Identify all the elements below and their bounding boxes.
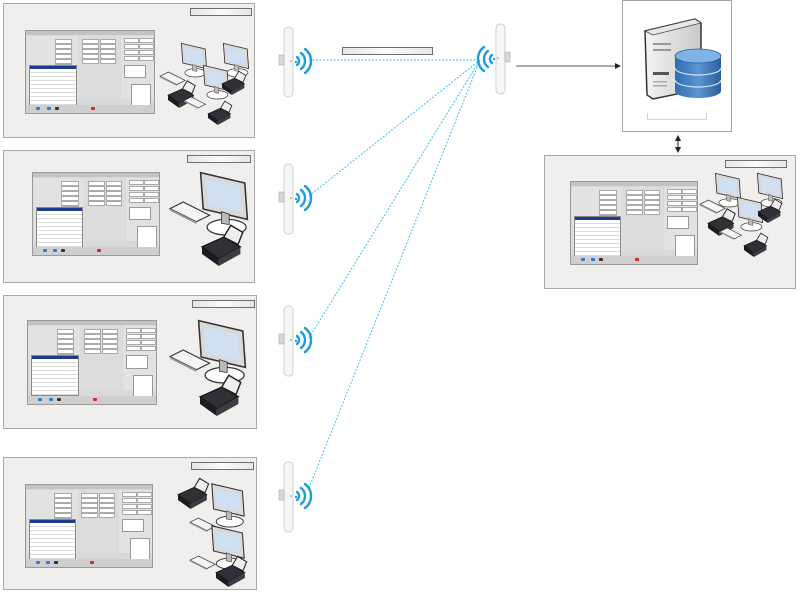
station-label: [192, 300, 255, 308]
station-devices-3: [160, 312, 255, 422]
monitor-icon: [211, 525, 245, 570]
wifi-signal-icon: [295, 184, 313, 212]
wifi-signal-icon: [295, 482, 313, 510]
server-node: [622, 0, 732, 132]
monitor-icon: [736, 196, 764, 232]
wireless-link-station-2: [308, 59, 481, 197]
wireless-link-station-4: [308, 59, 481, 489]
station-antenna-3: [278, 304, 313, 380]
station-devices-5: [699, 172, 792, 262]
card-reader-icon: [757, 198, 783, 223]
database-cylinder: [674, 48, 722, 98]
station-devices-1: [159, 42, 255, 134]
keyboard-icon: [719, 227, 743, 240]
wifi-signal-icon: [295, 47, 313, 75]
card-reader-icon: [215, 555, 248, 587]
card-reader-icon: [221, 70, 247, 95]
station-antenna-4: [278, 460, 313, 536]
app-screenshot-thumbnail: [25, 30, 155, 114]
keyboard-icon: [189, 517, 216, 532]
monitor-icon: [714, 172, 742, 208]
card-reader-icon: [743, 232, 769, 257]
app-screenshot-thumbnail: [32, 172, 160, 256]
keyboard-icon: [159, 71, 186, 86]
monitor-icon: [199, 171, 249, 236]
keyboard-icon: [699, 199, 726, 214]
card-reader-icon: [177, 477, 210, 509]
station-antenna-1: [278, 25, 313, 101]
station-antenna-2: [278, 162, 313, 238]
keyboard-icon: [183, 96, 207, 109]
keyboard-icon: [168, 201, 211, 224]
monitor-icon: [211, 483, 245, 528]
keyboard-icon: [189, 555, 216, 570]
backbone-label: [342, 47, 433, 55]
app-screenshot-thumbnail: [27, 320, 157, 405]
card-reader-icon: [200, 224, 244, 266]
monitor-icon: [180, 42, 208, 78]
access-point-antenna: [476, 22, 516, 98]
station-label: [725, 160, 787, 168]
station-label: [190, 8, 252, 16]
app-screenshot-thumbnail: [570, 181, 698, 265]
station-devices-4: [170, 476, 260, 587]
wireless-link-station-3: [308, 59, 481, 339]
app-screenshot-thumbnail: [25, 484, 153, 568]
monitor-icon: [197, 319, 247, 384]
station-label: [187, 155, 251, 163]
station-label: [191, 462, 254, 470]
card-reader-icon: [198, 374, 242, 416]
keyboard-icon: [168, 349, 211, 372]
wifi-signal-icon: [295, 326, 313, 354]
card-reader-icon: [207, 100, 233, 125]
wifi-signal-icon: [476, 45, 494, 73]
server-database-icon: [643, 18, 722, 100]
station-devices-2: [160, 166, 255, 276]
server-label: [647, 113, 707, 120]
monitor-icon: [756, 172, 784, 208]
